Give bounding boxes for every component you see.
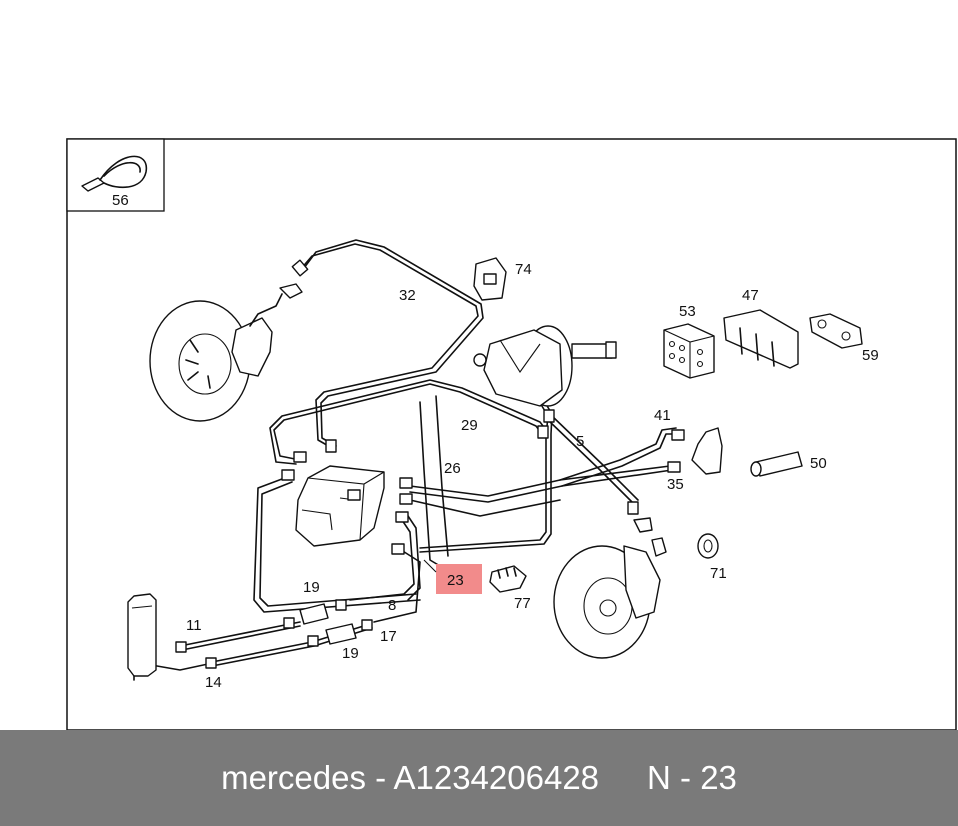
callout-8: 8 (388, 597, 396, 614)
pipe-connectors-19 (299, 603, 357, 645)
callout-19-lower: 19 (342, 645, 359, 662)
front-right-brake-disc (553, 517, 667, 659)
callout-50: 50 (810, 455, 827, 472)
callout-23-highlight (436, 564, 482, 594)
bracket-41 (691, 427, 723, 475)
reservoir (127, 593, 157, 681)
grommet-71 (697, 533, 719, 559)
callout-56: 56 (112, 192, 129, 209)
front-left-brake-disc (149, 283, 303, 422)
clip-74 (473, 257, 507, 301)
cable-tie-icon (81, 155, 148, 192)
callout-77: 77 (514, 595, 531, 612)
part-number-caption: mercedes - A1234206428 (221, 759, 600, 796)
position-caption: N - 23 (647, 759, 737, 796)
callout-32: 32 (399, 287, 416, 304)
callout-29: 29 (461, 417, 478, 434)
bracket-59 (809, 313, 863, 349)
hydraulic-unit (295, 465, 385, 547)
callout-53: 53 (679, 303, 696, 320)
diagram-frame (66, 138, 957, 730)
footer-bar: mercedes - A1234206428 N - 23 (0, 730, 958, 826)
brake-booster (473, 325, 617, 407)
callout-17: 17 (380, 628, 397, 645)
callout-23: 23 (447, 572, 464, 589)
callout-19-upper: 19 (303, 579, 320, 596)
callout-47: 47 (742, 287, 759, 304)
leader-lines (423, 559, 437, 573)
callout-74: 74 (515, 261, 532, 278)
holder-47 (723, 309, 799, 369)
pipe-fittings (175, 259, 685, 669)
callout-5: 5 (576, 433, 584, 450)
connector-53 (663, 323, 715, 379)
callout-41: 41 (654, 407, 671, 424)
callout-35: 35 (667, 476, 684, 493)
callout-59: 59 (862, 347, 879, 364)
brake-lines-diagram: 56 74 32 53 47 59 41 29 5 26 50 35 23 77… (66, 138, 957, 730)
callout-11: 11 (186, 617, 202, 634)
callout-14: 14 (205, 674, 222, 691)
callout-71: 71 (710, 565, 727, 582)
inset-box-56 (66, 138, 165, 212)
sleeve-50 (750, 451, 803, 477)
callout-26: 26 (444, 460, 461, 477)
sensor-77 (489, 565, 527, 593)
